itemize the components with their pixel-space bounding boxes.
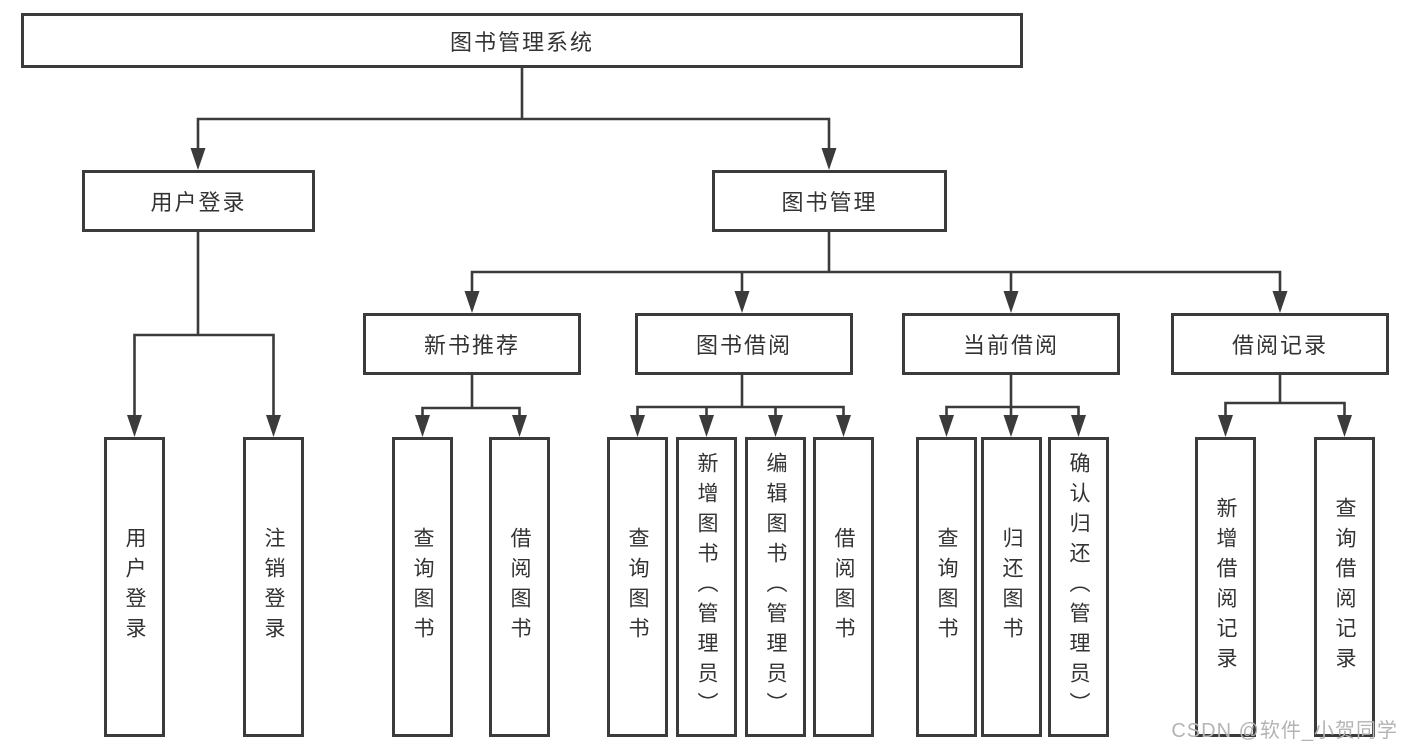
node-book-borrowing: 图书借阅 [635,313,853,375]
leaf-borrowing-borrow-books: 借阅图书 [813,437,874,737]
node-new-book-recommendation: 新书推荐 [363,313,581,375]
leaf-current-confirm-return-admin: 确认归还（管理员） [1048,437,1109,737]
tree-edges [133,68,1346,418]
leaf-recommend-borrow-books: 借阅图书 [489,437,550,737]
leaf-borrowing-add-books-admin: 新增图书（管理员） [676,437,737,737]
watermark: CSDN @软件_小贺同学 [1171,720,1398,742]
leaf-borrowing-query-books: 查询图书 [607,437,668,737]
node-user-login: 用户登录 [82,170,315,232]
node-borrowing-records: 借阅记录 [1171,313,1389,375]
leaf-recommend-query-books: 查询图书 [392,437,453,737]
leaf-borrowing-edit-books-admin: 编辑图书（管理员） [745,437,806,737]
leaf-current-query-books: 查询图书 [916,437,977,737]
node-current-borrowing: 当前借阅 [902,313,1120,375]
node-book-management: 图书管理 [712,170,947,232]
node-library-management-system: 图书管理系统 [21,13,1023,68]
leaf-records-add-record: 新增借阅记录 [1195,437,1256,737]
arrowhead-markers [127,148,1352,437]
leaf-logout: 注销登录 [243,437,304,737]
leaf-current-return-books: 归还图书 [981,437,1042,737]
leaf-user-login: 用户登录 [104,437,165,737]
leaf-records-query-record: 查询借阅记录 [1314,437,1375,737]
